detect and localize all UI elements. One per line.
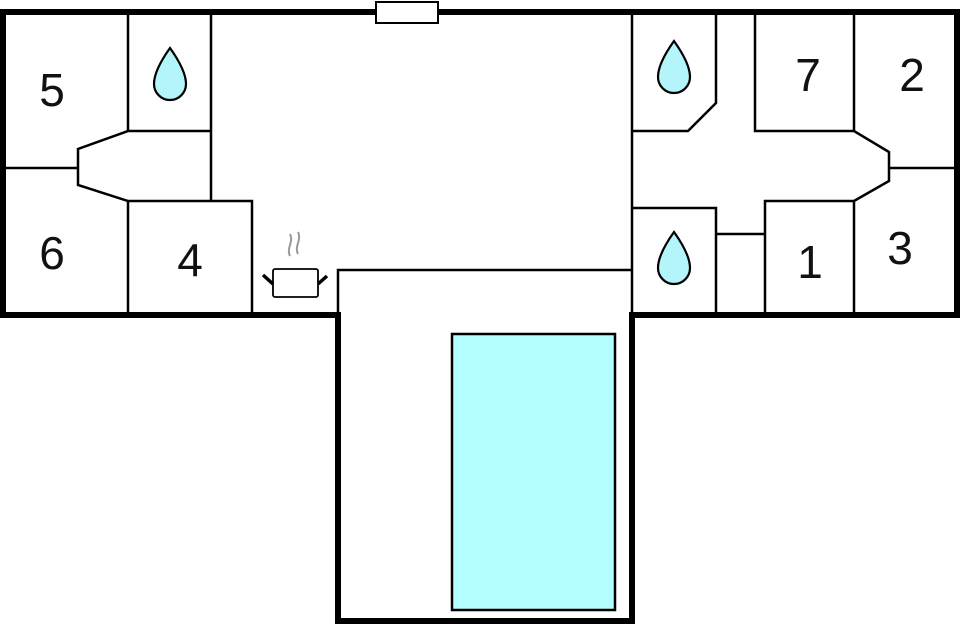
water-drop-icon <box>152 46 188 102</box>
room-label-7: 7 <box>795 49 821 101</box>
pool <box>450 332 617 612</box>
window <box>375 1 439 24</box>
room-label-5: 5 <box>39 64 65 116</box>
room-label-4: 4 <box>177 234 203 286</box>
water-drop-icon <box>656 39 692 95</box>
room-label-6: 6 <box>39 227 65 279</box>
interior-walls <box>3 12 957 315</box>
cooking-pot-icon <box>261 231 329 298</box>
room-label-2: 2 <box>899 49 925 101</box>
water-drop-icon <box>656 230 692 286</box>
outer-walls <box>0 9 960 624</box>
room-label-1: 1 <box>797 236 823 288</box>
room-label-3: 3 <box>887 222 913 274</box>
